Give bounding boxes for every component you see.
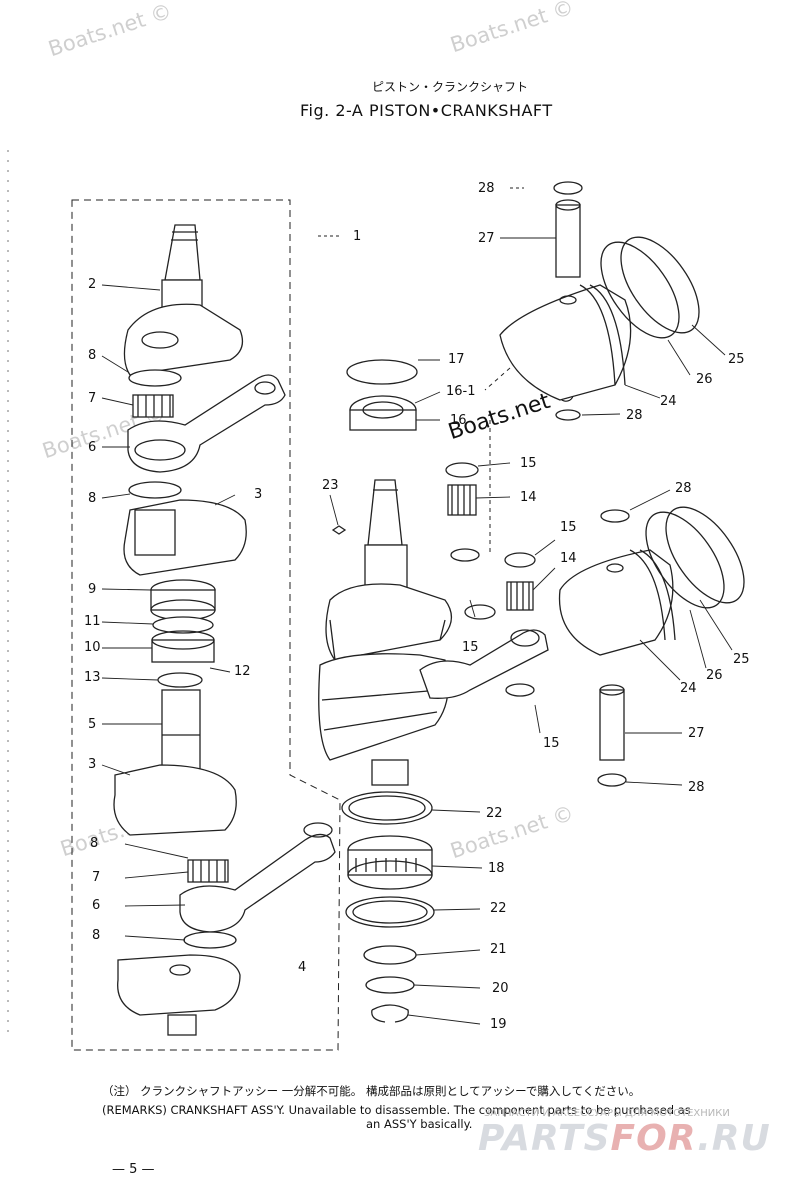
callout-23: 23 [322, 478, 339, 493]
callout-20: 20 [492, 981, 509, 996]
crank-web-upper [123, 303, 244, 376]
callout-15: 15 [560, 520, 577, 535]
japanese-title: ピストン・クランクシャフト [372, 80, 529, 94]
crank-web-lower [113, 764, 237, 836]
callout-15: 15 [462, 640, 479, 655]
piston-upper [499, 284, 632, 401]
brand-part-b: FOR [610, 1118, 698, 1159]
callout-22: 22 [490, 901, 507, 916]
piston-lower [558, 549, 674, 656]
callout-25: 25 [728, 352, 745, 367]
piston-pin-27-upper [555, 204, 581, 278]
o-ring-17 [346, 359, 418, 385]
callout-8: 8 [92, 928, 101, 943]
callout-1: 1 [353, 229, 362, 244]
callout-27: 27 [478, 231, 495, 246]
washer-8-upper [128, 369, 182, 387]
callout-28: 28 [478, 181, 495, 196]
crank-taper-shaft [164, 224, 201, 281]
callout-28: 28 [688, 780, 705, 795]
callout-13: 13 [84, 670, 101, 685]
piston-ring-lower-b [665, 506, 745, 604]
piston-ring-lower-a [645, 511, 725, 609]
figure-title: Fig. 2-A PISTON•CRANKSHAFT [300, 101, 553, 120]
callout-12: 12 [234, 664, 251, 679]
callout-3: 3 [254, 487, 263, 502]
callout-4: 4 [298, 960, 307, 975]
crank-pin-5 [161, 689, 201, 771]
remarks-english-line2: an ASS'Y basically. [366, 1117, 473, 1131]
callout-24: 24 [660, 394, 677, 409]
piston-pin-27-lower [599, 689, 625, 761]
circlip-19 [371, 1004, 409, 1023]
callout-24: 24 [680, 681, 697, 696]
callout-21: 21 [490, 942, 507, 957]
remarks-japanese: （注） クランクシャフトアッシー 一分解不可能。 構成部品は原則としてアッシーで… [102, 1084, 641, 1098]
brand-part-c: .RU [697, 1118, 771, 1159]
callout-11: 11 [84, 614, 101, 629]
callout-14: 14 [520, 490, 537, 505]
crankshaft-assembly [325, 583, 452, 661]
callout-16: 16 [450, 413, 467, 428]
callout-6: 6 [92, 898, 101, 913]
o-ring-22-upper [341, 791, 433, 825]
callout-22: 22 [486, 806, 503, 821]
remarks-english-line1: (REMARKS) CRANKSHAFT ASS'Y. Unavailable … [102, 1103, 691, 1117]
callout-19: 19 [490, 1017, 507, 1032]
brand-part-a: PARTS [478, 1118, 611, 1159]
callout-28: 28 [626, 408, 643, 423]
callout-6: 6 [88, 440, 97, 455]
connecting-rod-lower [179, 833, 336, 933]
callout-7: 7 [92, 870, 101, 885]
piston-ring-upper-b [620, 236, 700, 334]
callout-17: 17 [448, 352, 465, 367]
o-ring-22-lower [345, 896, 435, 928]
callout-3: 3 [88, 757, 97, 772]
page-number: — 5 — [112, 1162, 155, 1177]
brand-logo: PARTSFOR.RU [478, 1118, 771, 1159]
callout-8: 8 [88, 348, 97, 363]
callout-10: 10 [84, 640, 101, 655]
callout-15: 15 [543, 736, 560, 751]
callout-25: 25 [733, 652, 750, 667]
crank-web-bottom [117, 954, 241, 1016]
assembly-boundary [71, 199, 341, 1051]
callout-14: 14 [560, 551, 577, 566]
callout-7: 7 [88, 391, 97, 406]
brand-tagline: ЗАПЧАСТИ И АКСЕССУАРЫ ДЛЯ МОТОТЕХНИКИ [484, 1108, 730, 1119]
piston-ring-upper-a [600, 241, 680, 339]
callout-8: 8 [88, 491, 97, 506]
callout-26: 26 [706, 668, 723, 683]
connecting-rod-upper [127, 374, 286, 473]
callout-9: 9 [88, 582, 97, 597]
callout-8: 8 [90, 836, 99, 851]
callout-27: 27 [688, 726, 705, 741]
callout-15: 15 [520, 456, 537, 471]
callout-28: 28 [675, 481, 692, 496]
callout-18: 18 [488, 861, 505, 876]
callout-5: 5 [88, 717, 97, 732]
callout-26: 26 [696, 372, 713, 387]
callout-2: 2 [88, 277, 97, 292]
callout-16-1: 16-1 [446, 384, 476, 399]
